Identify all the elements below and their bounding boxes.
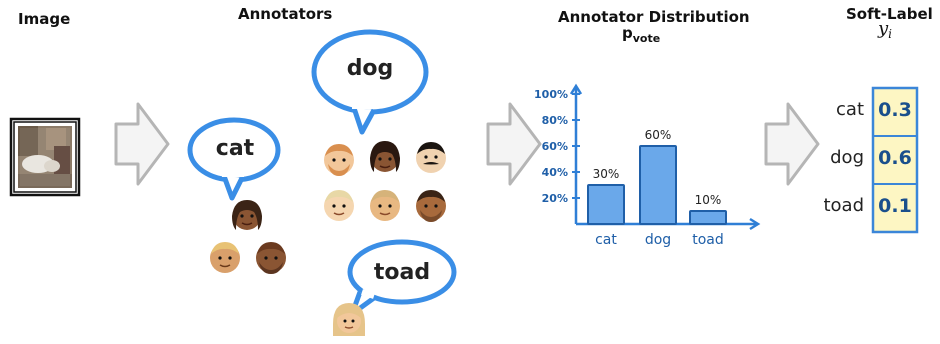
vote-subscript: vote [632,32,661,45]
dog-bubble-label: dog [346,56,394,81]
arrow-annotators-to-distribution [486,102,542,186]
soft-label-box [871,86,919,234]
soft-label-value-toad: 0.1 [878,195,912,217]
bar-value-label: 30% [593,167,620,181]
y-tick-label: 100% [534,88,568,101]
image-header: Image [18,10,71,28]
y-tick-label: 20% [542,192,568,205]
arrow-distribution-to-soft-label [764,102,820,186]
soft-label-vector [871,86,919,234]
cat-speech-bubble [187,117,281,201]
i-subscript: i [888,27,893,41]
annotator-face-icon [412,186,450,224]
annotator-face-icon [366,186,404,224]
y-tick-label: 40% [542,166,568,179]
annotator-distribution-chart: 20% 40% 60% 80% 100% 30% cat 60% dog 10% toad [534,83,761,248]
soft-label-class-cat: cat [836,99,864,120]
annotator-face-icon [320,186,358,224]
soft-label-value-cat: 0.3 [878,99,912,121]
bar-value-label: 10% [695,193,722,207]
annotator-face-icon [320,140,358,178]
y-tick-label: 60% [542,140,568,153]
x-tick-label: cat [595,232,617,248]
x-axis-arrowhead [749,217,761,231]
annotator-face-icon [366,138,404,176]
annotator-face-icon [330,300,368,338]
soft-label-header: Soft-Label [846,5,933,23]
annotator-face-icon [252,238,290,276]
x-tick-label: dog [645,232,671,248]
bar-value-label: 60% [645,128,672,142]
cat-bubble-label: cat [215,136,255,161]
distribution-formula: pvote [622,24,661,45]
soft-label-value-dog: 0.6 [878,147,912,169]
x-tick-label: toad [692,232,724,248]
bar-dog [639,145,677,225]
input-image [9,117,81,197]
soft-label-symbol: yi [878,18,893,41]
p-symbol: p [622,24,633,42]
y-tick-label: 80% [542,114,568,127]
dog-speech-bubble [311,29,429,135]
annotator-face-icon [206,238,244,276]
arrow-image-to-annotators [114,102,170,186]
bar-toad [689,210,727,225]
y-axis-arrowhead [569,83,583,95]
toad-bubble-label: toad [373,260,431,285]
bar-cat [587,184,625,225]
annotators-header: Annotators [238,5,333,23]
distribution-header: Annotator Distribution [558,8,750,26]
y-symbol: y [878,18,889,39]
soft-label-class-dog: dog [830,147,864,168]
annotator-face-icon [228,196,266,234]
annotator-face-icon [412,138,450,176]
soft-label-class-toad: toad [823,195,864,216]
